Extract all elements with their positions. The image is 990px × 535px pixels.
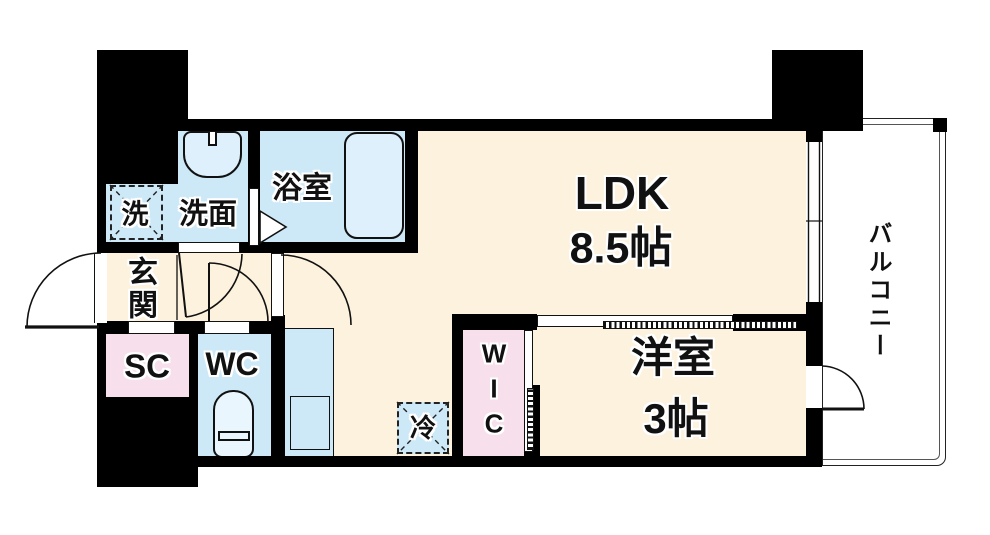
washroom-door-opening xyxy=(178,242,240,253)
room-label-sc: SC xyxy=(124,347,170,385)
wall-pillar-top-left xyxy=(97,50,188,130)
room-label-refrigerator: 冷 xyxy=(409,413,437,443)
wc-door-opening xyxy=(204,321,250,334)
balcony-railing xyxy=(823,124,940,460)
room-label-laundry: 洗 xyxy=(121,199,149,230)
entrance-door-arc xyxy=(26,252,102,328)
wall-top xyxy=(97,119,863,131)
toilet-seat xyxy=(218,431,250,441)
room-label-bathroom: 浴室 xyxy=(272,172,332,205)
wall-divider-left xyxy=(452,314,537,330)
room-size-ldk: 8.5帖 xyxy=(569,224,673,273)
kitchen-sink xyxy=(290,396,330,450)
wall-bathroom-right xyxy=(405,119,418,253)
toilet-bowl xyxy=(213,390,254,458)
wall-block-bottom-left xyxy=(97,397,198,487)
room-sc-floor xyxy=(105,334,189,397)
bedroom-sliding-door-track xyxy=(603,321,797,329)
hall-ldk-door-leaf xyxy=(271,253,284,317)
room-size-bedroom: 3帖 xyxy=(643,395,709,442)
wall-right-a xyxy=(806,119,822,142)
room-label-washroom: 洗面 xyxy=(178,198,238,231)
balcony-door-opening xyxy=(806,366,822,408)
sc-door-opening xyxy=(128,321,175,334)
wall-pillar-top-right xyxy=(772,50,863,130)
room-label-wc: WC xyxy=(205,346,259,382)
room-label-entrance: 玄関 xyxy=(123,256,156,322)
wall-right-b xyxy=(806,301,822,366)
wic-accordion-door xyxy=(527,388,534,450)
room-label-wic: WIC xyxy=(479,338,509,444)
wall-wc-right xyxy=(271,315,285,467)
wall-washroom-corner xyxy=(97,128,178,184)
ldk-window-opening xyxy=(806,142,822,302)
faucet-icon xyxy=(208,130,217,146)
wall-bottom xyxy=(198,456,822,467)
room-label-bedroom: 洋室 xyxy=(630,334,716,381)
wall-balcony-corner-square xyxy=(933,118,947,132)
wall-left-lower xyxy=(97,318,106,402)
entrance-door-opening xyxy=(94,253,107,323)
wall-wic-left xyxy=(452,314,463,467)
wall-sc-right xyxy=(189,328,198,398)
bathroom-door-opening xyxy=(249,188,259,246)
room-label-ldk: LDK xyxy=(574,167,670,219)
room-wic-floor xyxy=(463,330,524,457)
bathtub xyxy=(344,132,404,239)
wall-left-upper xyxy=(97,128,106,254)
wall-right-c xyxy=(806,408,822,467)
room-label-balcony: バルコニー xyxy=(864,221,891,361)
